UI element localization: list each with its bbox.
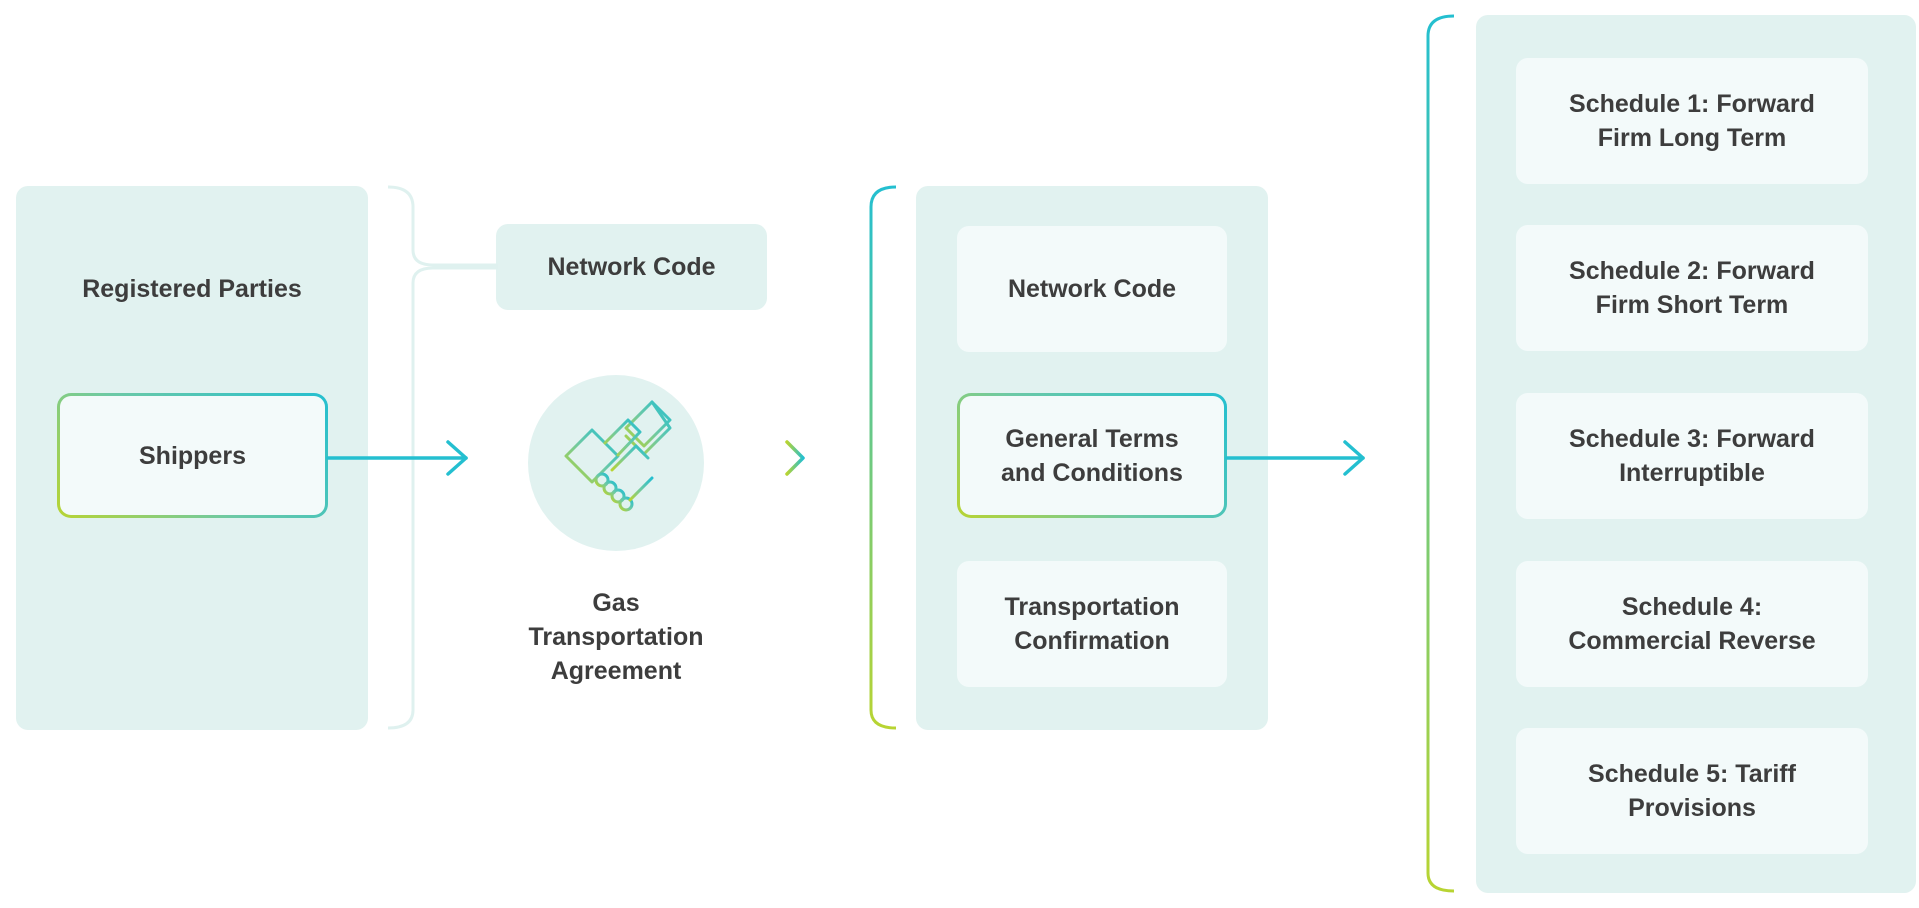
schedule-line1: Schedule 4:: [1621, 593, 1763, 621]
arrow-shippers-to-agreement: [326, 440, 468, 476]
arrow-terms-to-schedules: [1225, 440, 1365, 476]
components-bracket: [869, 185, 897, 730]
schedule-line2: Provisions: [1628, 794, 1756, 822]
schedule-line2: Commercial Reverse: [1568, 627, 1816, 655]
handshake-icon: [564, 400, 672, 512]
arrow-agreement-to-components: [770, 440, 805, 476]
shippers-box[interactable]: Shippers: [57, 393, 328, 518]
schedules-bracket: [1426, 14, 1455, 893]
component-line1: Network Code: [1007, 275, 1177, 303]
component-transportation-confirmation: Transportation Confirmation: [957, 561, 1227, 687]
component-line1: General Terms: [1005, 424, 1179, 453]
schedule-line1: Schedule 3: Forward: [1569, 425, 1815, 453]
component-line2: Confirmation: [1014, 627, 1170, 655]
schedule-card-3: Schedule 3: Forward Interruptible: [1516, 393, 1868, 519]
schedule-line1: Schedule 2: Forward: [1569, 257, 1815, 285]
schedule-line2: Firm Short Term: [1595, 291, 1789, 319]
shippers-label: Shippers: [60, 396, 325, 515]
schedule-line2: Firm Long Term: [1597, 124, 1787, 152]
agreement-label-line3: Agreement: [550, 657, 682, 685]
component-network-code: Network Code: [957, 226, 1227, 352]
schedule-card-1: Schedule 1: Forward Firm Long Term: [1516, 58, 1868, 184]
component-general-terms[interactable]: General Terms and Conditions: [957, 393, 1227, 518]
schedule-card-5: Schedule 5: Tariff Provisions: [1516, 728, 1868, 854]
schedule-card-2: Schedule 2: Forward Firm Short Term: [1516, 225, 1868, 351]
schedule-line2: Interruptible: [1619, 459, 1765, 487]
schedule-line1: Schedule 1: Forward: [1569, 90, 1815, 118]
network-code-pill: Network Code: [496, 224, 767, 310]
parties-bracket: [387, 185, 498, 730]
schedule-card-4: Schedule 4: Commercial Reverse: [1516, 561, 1868, 687]
agreement-label: Gas Transportation Agreement: [496, 586, 736, 688]
agreement-label-line1: Gas: [592, 589, 640, 617]
schedule-line1: Schedule 5: Tariff: [1588, 760, 1796, 788]
component-line1: Transportation: [1004, 593, 1180, 621]
agreement-label-line2: Transportation: [528, 623, 704, 651]
component-line2: and Conditions: [1001, 458, 1183, 487]
agreement-circle: [528, 375, 704, 551]
registered-parties-title: Registered Parties: [82, 275, 302, 303]
